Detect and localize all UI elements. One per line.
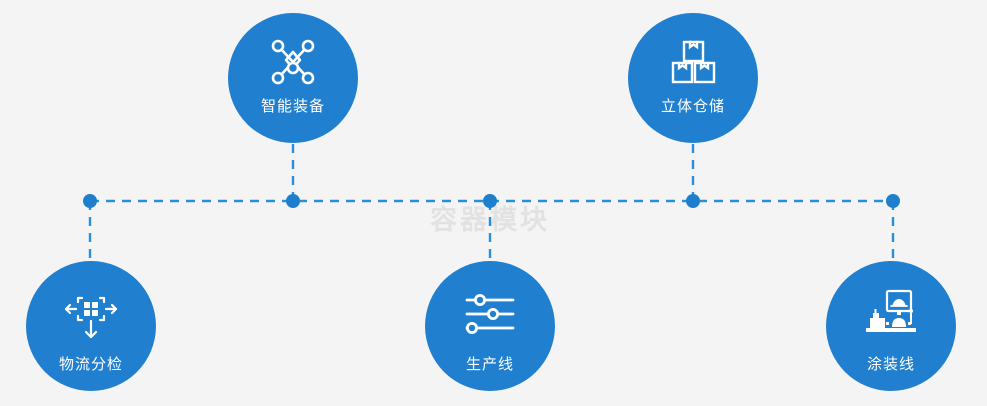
node-shengchan-xian[interactable]: 生产线 <box>425 261 555 391</box>
node-label: 智能装备 <box>260 98 325 115</box>
paint-line-machine-icon <box>864 287 918 341</box>
junction-dot <box>886 194 900 208</box>
junction-dot <box>483 194 497 208</box>
node-label: 立体仓储 <box>660 98 725 115</box>
node-wuliu-fenjian[interactable]: 物流分检 <box>26 261 156 391</box>
node-tuzhuang-xian[interactable]: 涂装线 <box>826 261 956 391</box>
node-label: 涂装线 <box>866 356 915 373</box>
watermark-text: 容器模块 <box>430 205 550 235</box>
node-label: 生产线 <box>465 356 514 373</box>
stacked-boxes-icon <box>666 35 720 89</box>
sliders-icon <box>463 287 517 341</box>
junction-dot <box>83 194 97 208</box>
sorting-arrows-icon <box>64 287 118 341</box>
junction-dot <box>286 194 300 208</box>
node-zhineng-zhuangbei[interactable]: 智能装备 <box>228 13 358 143</box>
node-label: 物流分检 <box>58 356 123 373</box>
network-nodes-icon <box>266 35 320 89</box>
junction-dot <box>686 194 700 208</box>
node-liti-cangchu[interactable]: 立体仓储 <box>628 13 758 143</box>
